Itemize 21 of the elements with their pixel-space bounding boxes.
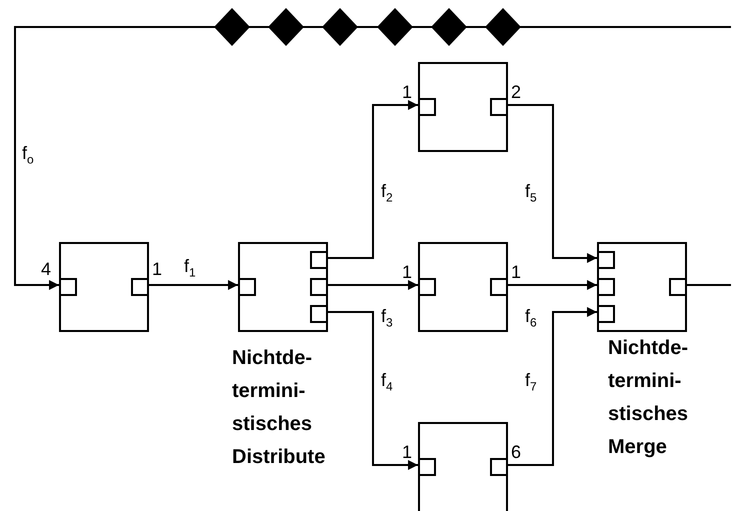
port-number: 1 (402, 442, 412, 462)
arrow (328, 100, 418, 259)
block-box (59, 242, 149, 332)
block-caption: Nichtde- termini- stisches Distribute (232, 346, 326, 470)
port-number: 4 (41, 259, 52, 279)
port-number: 1 (402, 82, 412, 102)
arrow (508, 104, 597, 263)
block-caption: Nichtde- termini- stisches Merge (608, 336, 688, 460)
port-number: 1 (152, 259, 162, 279)
block-box (418, 242, 508, 332)
block-box (418, 422, 508, 511)
block-box (418, 62, 508, 152)
port-number: 1 (511, 262, 522, 282)
arrow (328, 311, 418, 470)
arrow (328, 280, 418, 290)
port-number: 1 (402, 262, 412, 282)
port-number: 6 (511, 442, 522, 462)
arrow (508, 307, 597, 466)
port-number: 2 (511, 82, 522, 102)
arrow (149, 280, 238, 290)
arrow (508, 280, 597, 290)
